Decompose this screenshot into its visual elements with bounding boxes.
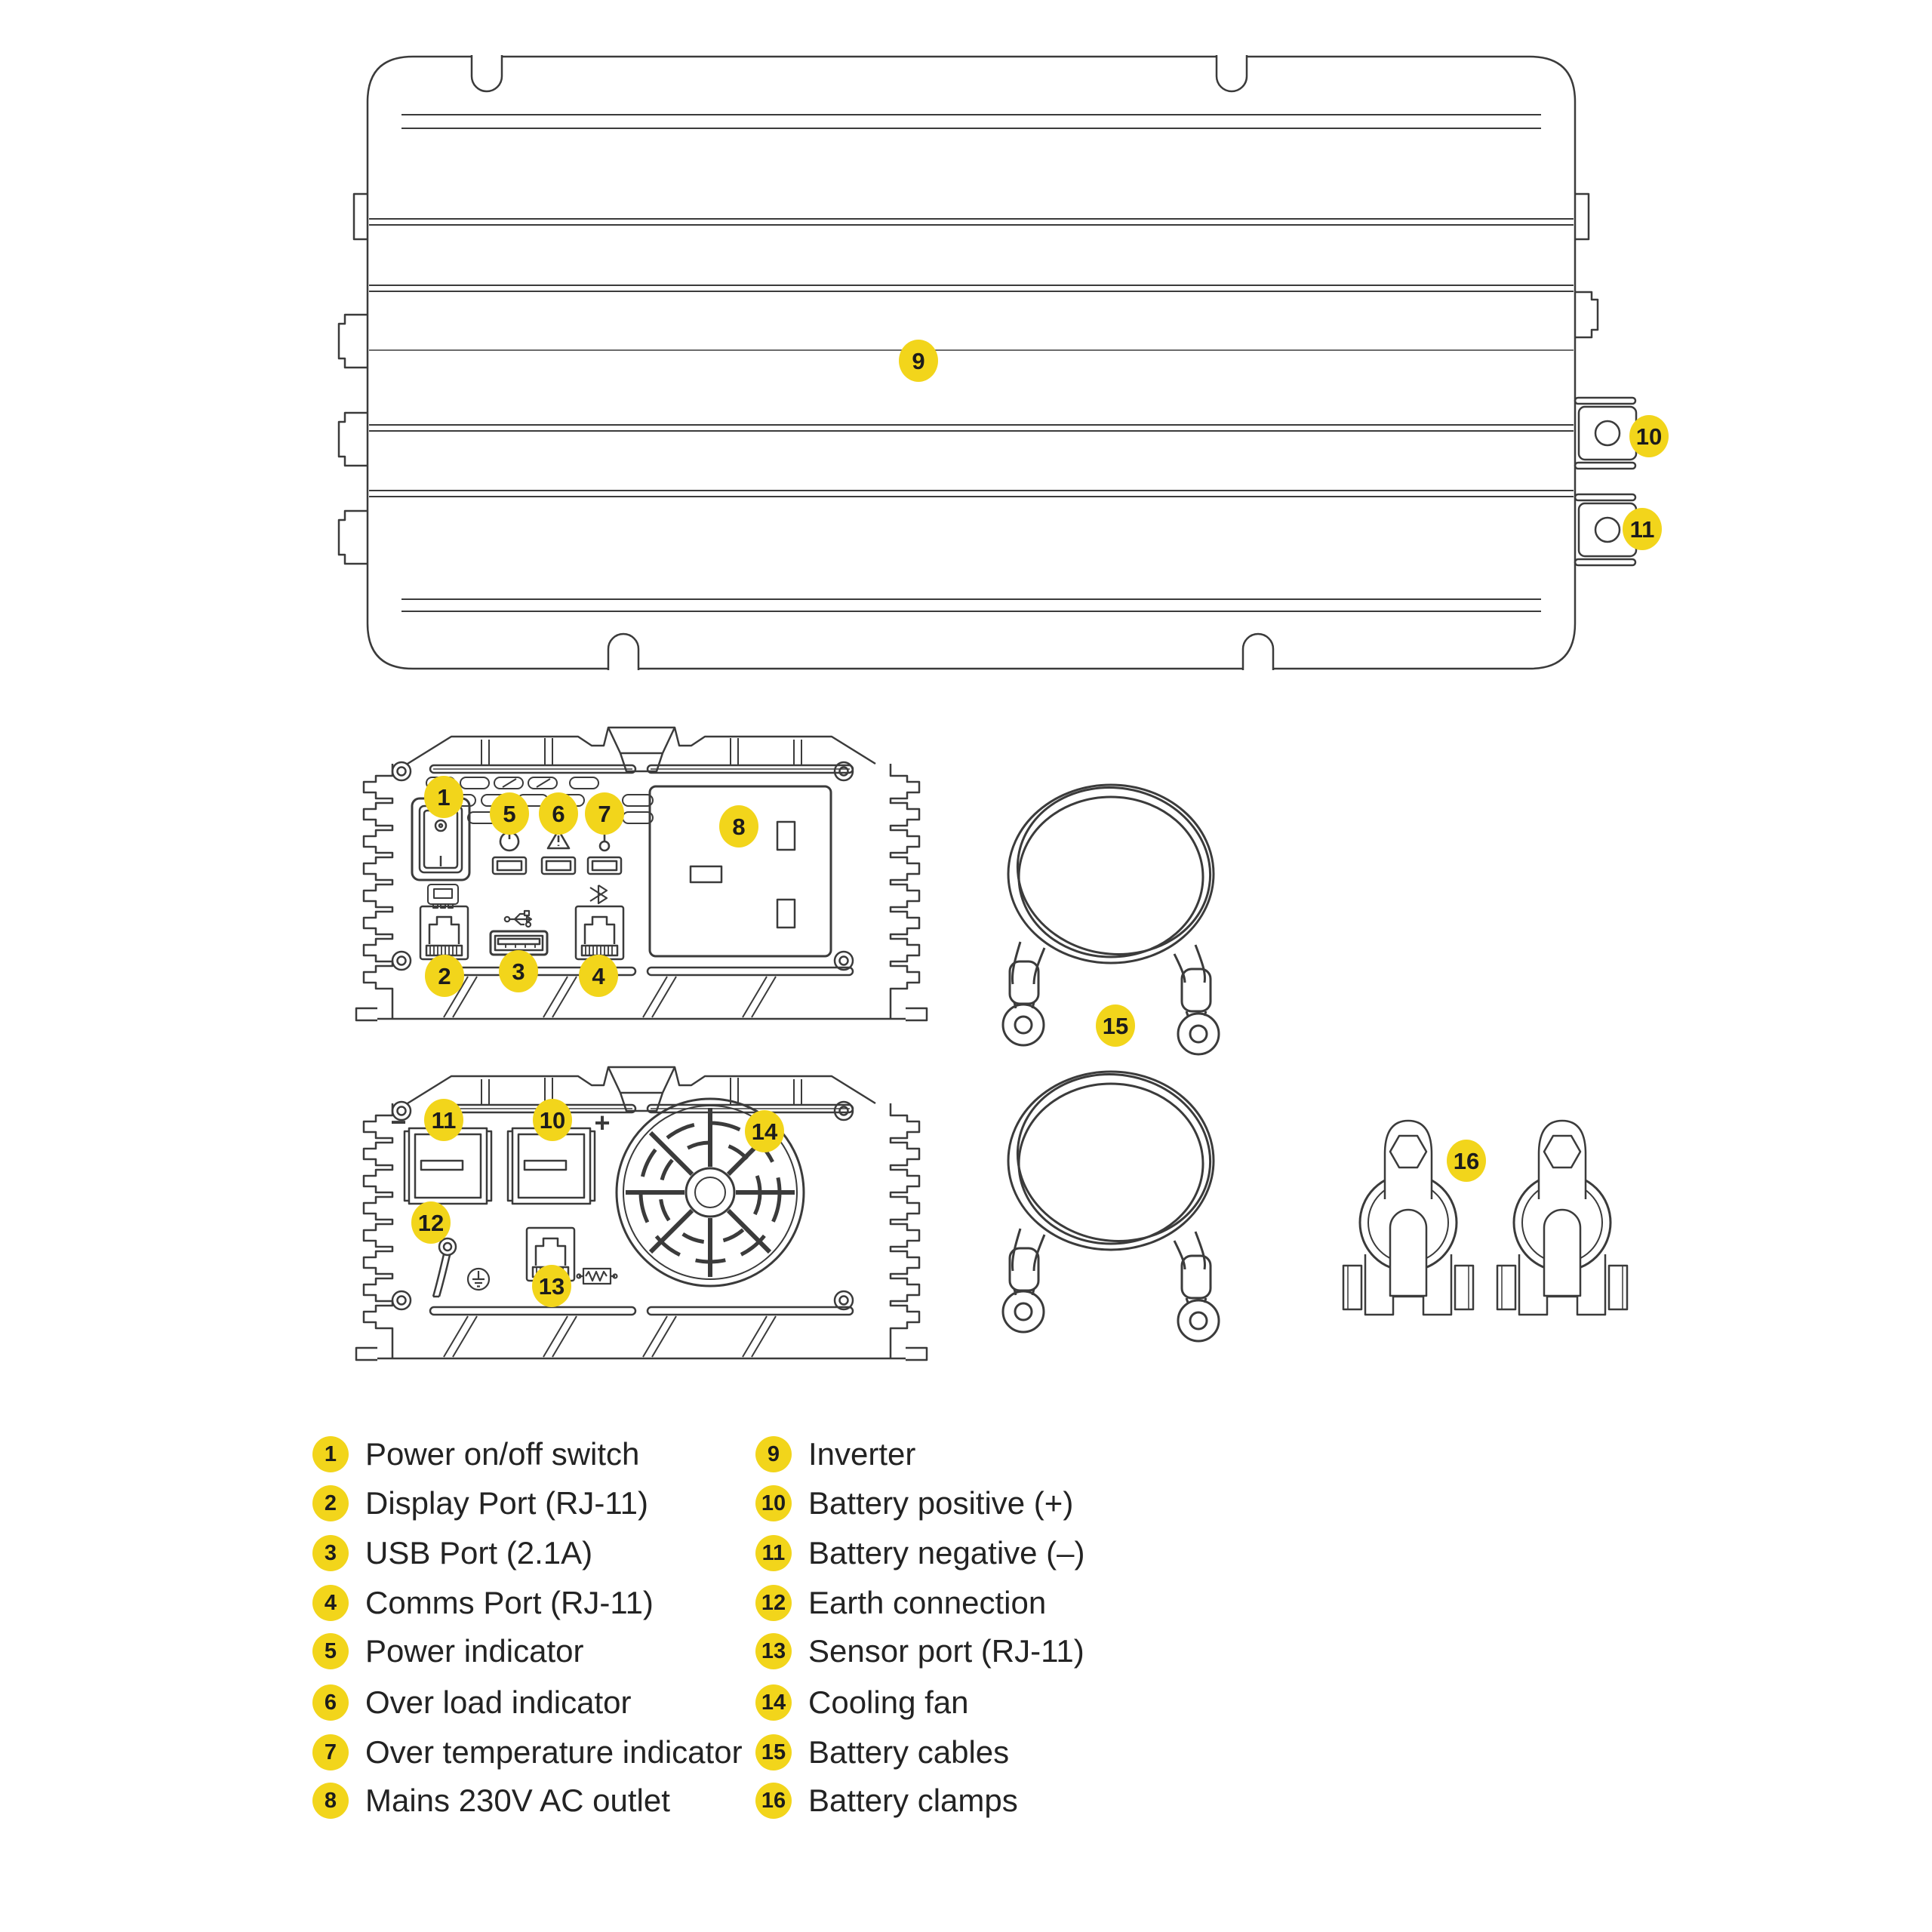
legend-badge: 4 xyxy=(312,1585,349,1621)
battery-positive-tab xyxy=(1575,398,1636,469)
resistor-icon xyxy=(577,1269,617,1284)
legend-label: Power on/off switch xyxy=(365,1436,640,1472)
legend-badge: 16 xyxy=(755,1783,792,1819)
top-view-drawing xyxy=(339,55,1636,670)
legend-label: Battery positive (+) xyxy=(808,1485,1074,1521)
legend-item-11: 11 Battery negative (–) xyxy=(755,1535,1085,1571)
legend-item-12: 12 Earth connection xyxy=(755,1585,1046,1621)
callout-13-sensor-port: 13 xyxy=(532,1265,571,1307)
legend-label: Battery cables xyxy=(808,1734,1010,1770)
legend-label: Over temperature indicator xyxy=(365,1734,743,1770)
mains-outlet xyxy=(650,786,831,956)
callout-8-mains-outlet: 8 xyxy=(719,805,758,848)
cooling-fan xyxy=(617,1099,804,1286)
indicator-leds xyxy=(493,857,621,874)
callout-11-battery-negative: 11 xyxy=(1623,508,1662,550)
usb-icon xyxy=(505,911,531,927)
legend-label: Sensor port (RJ-11) xyxy=(808,1633,1084,1669)
legend-badge: 13 xyxy=(755,1633,792,1669)
legend-badge: 3 xyxy=(312,1535,349,1571)
callout-14-cooling-fan: 14 xyxy=(745,1110,784,1152)
overload-warning-icon xyxy=(548,830,569,848)
callout-4-comms-port: 4 xyxy=(579,955,618,997)
legend-label: Cooling fan xyxy=(808,1684,969,1720)
earth-stud xyxy=(433,1238,456,1297)
legend-item-16: 16 Battery clamps xyxy=(755,1783,1018,1819)
legend-item-6: 6 Over load indicator xyxy=(312,1684,632,1721)
legend-item-15: 15 Battery cables xyxy=(755,1734,1009,1770)
legend-item-10: 10 Battery positive (+) xyxy=(755,1485,1073,1521)
legend-label: Over load indicator xyxy=(365,1684,632,1720)
legend-badge: 14 xyxy=(755,1684,792,1721)
bottom-notch xyxy=(608,634,638,670)
legend-label: Battery clamps xyxy=(808,1783,1018,1818)
callout-9-inverter: 9 xyxy=(899,340,938,382)
legend-label: Display Port (RJ-11) xyxy=(365,1485,648,1521)
legend-badge: 10 xyxy=(755,1485,792,1521)
callout-15-battery-cables: 15 xyxy=(1096,1004,1135,1047)
callout-10-positive-terminal: 10 xyxy=(533,1099,572,1141)
comms-port xyxy=(574,905,625,961)
legend-item-8: 8 Mains 230V AC outlet xyxy=(312,1783,670,1819)
legend-badge: 5 xyxy=(312,1633,349,1669)
callout-3-usb-port: 3 xyxy=(499,950,538,992)
legend-label: Earth connection xyxy=(808,1585,1047,1620)
display-connector-icon xyxy=(428,884,458,908)
legend-badge: 2 xyxy=(312,1485,349,1521)
legend-item-1: 1 Power on/off switch xyxy=(312,1436,639,1472)
callout-5-power-indicator: 5 xyxy=(490,792,529,835)
callout-2-display-port: 2 xyxy=(425,955,464,997)
legend-item-9: 9 Inverter xyxy=(755,1436,915,1472)
minus-label: − xyxy=(390,1106,406,1137)
legend-badge: 1 xyxy=(312,1436,349,1472)
bottom-notch xyxy=(1243,634,1273,670)
legend-item-5: 5 Power indicator xyxy=(312,1633,583,1669)
legend-badge: 6 xyxy=(312,1684,349,1721)
back-panel-drawing: − + xyxy=(390,1099,804,1297)
callout-10-battery-positive: 10 xyxy=(1629,415,1669,457)
legend-label: Mains 230V AC outlet xyxy=(365,1783,670,1818)
battery-clamp-2 xyxy=(1496,1119,1629,1316)
legend-item-13: 13 Sensor port (RJ-11) xyxy=(755,1633,1084,1669)
legend-item-14: 14 Cooling fan xyxy=(755,1684,968,1721)
callout-6-overload: 6 xyxy=(539,792,578,835)
legend-item-2: 2 Display Port (RJ-11) xyxy=(312,1485,648,1521)
callout-11-negative-terminal: 11 xyxy=(424,1099,463,1141)
callout-16-battery-clamps: 16 xyxy=(1447,1140,1486,1182)
callout-1-power-switch: 1 xyxy=(424,776,463,818)
legend-label: USB Port (2.1A) xyxy=(365,1535,593,1571)
top-notch xyxy=(1217,55,1247,91)
legend-item-7: 7 Over temperature indicator xyxy=(312,1734,743,1770)
legend-badge: 15 xyxy=(755,1734,792,1770)
legend-badge: 8 xyxy=(312,1783,349,1819)
bluetooth-icon xyxy=(590,885,607,903)
legend-item-3: 3 USB Port (2.1A) xyxy=(312,1535,592,1571)
legend-label: Battery negative (–) xyxy=(808,1535,1085,1571)
legend-badge: 9 xyxy=(755,1436,792,1472)
legend-label: Comms Port (RJ-11) xyxy=(365,1585,654,1620)
legend-item-4: 4 Comms Port (RJ-11) xyxy=(312,1585,654,1621)
callout-12-earth: 12 xyxy=(411,1201,451,1244)
battery-negative-terminal xyxy=(405,1128,491,1204)
legend-label: Power indicator xyxy=(365,1633,584,1669)
battery-cable-2 xyxy=(1001,1059,1224,1343)
legend-label: Inverter xyxy=(808,1436,916,1472)
legend-badge: 12 xyxy=(755,1585,792,1621)
top-notch xyxy=(472,55,502,91)
legend-badge: 7 xyxy=(312,1734,349,1770)
display-port xyxy=(419,905,469,961)
legend-badge: 11 xyxy=(755,1535,792,1571)
earth-icon xyxy=(468,1269,489,1290)
plus-label: + xyxy=(594,1107,610,1138)
callout-7-overtemp: 7 xyxy=(585,792,624,835)
